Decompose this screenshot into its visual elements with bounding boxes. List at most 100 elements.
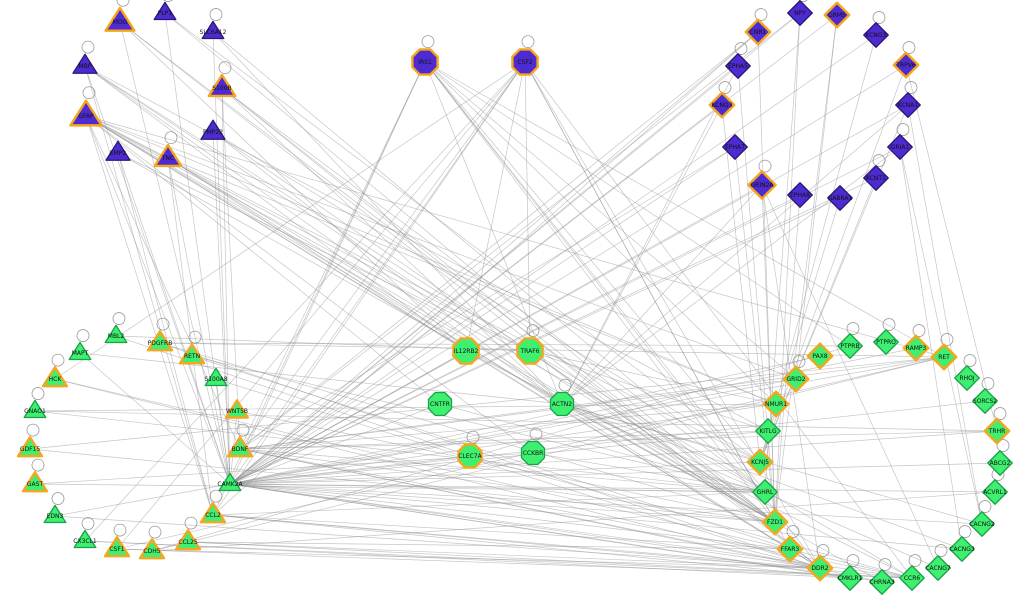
node-GAST[interactable]: GAST	[21, 471, 49, 493]
self-loop	[148, 525, 162, 539]
octagon-node-shape	[549, 391, 575, 417]
self-loop	[882, 318, 896, 331]
node-GNAO1[interactable]: GNAO1	[23, 399, 47, 419]
node-GRM5[interactable]: GRM5	[823, 1, 851, 29]
edge	[54, 61, 526, 380]
node-CNTFR[interactable]: CNTFR	[427, 391, 453, 417]
node-HCK[interactable]: HCK	[41, 366, 69, 388]
octagon-node-shape	[511, 48, 539, 76]
self-loop	[558, 378, 572, 392]
node-S100B[interactable]: S100B	[207, 73, 237, 98]
edge	[774, 14, 838, 523]
node-KCNJ5[interactable]: KCNJ5	[746, 448, 774, 476]
node-RHOJ[interactable]: RHOJ	[954, 365, 980, 391]
self-loop	[31, 458, 45, 472]
node-CCKBR[interactable]: CCKBR	[520, 440, 546, 466]
diamond-node-shape	[725, 53, 751, 79]
edge	[561, 403, 963, 550]
node-GDF15[interactable]: GDF15	[16, 436, 44, 458]
self-loop	[51, 353, 65, 367]
self-loop	[958, 525, 972, 538]
node-IL12RB2[interactable]: IL12RB2	[452, 337, 480, 365]
node-SORCS2[interactable]: SORCS2	[972, 388, 998, 414]
diamond-node-shape	[827, 185, 853, 211]
node-PDGFRB[interactable]: PDGFRB	[146, 330, 174, 352]
node-GRIN2A[interactable]: GRIN2A	[747, 170, 777, 200]
node-PLP1[interactable]: PLP1	[153, 1, 177, 21]
node-PTPRO[interactable]: PTPRO	[873, 329, 899, 355]
node-KCNG3[interactable]: KCNG3	[863, 22, 889, 48]
diamond-node-shape	[806, 342, 834, 370]
node-TRPV6[interactable]: TRPV6	[892, 51, 920, 79]
diamond-node-shape	[823, 1, 851, 29]
triangle-node-shape	[69, 99, 103, 127]
node-MBL2[interactable]: MBL2	[104, 324, 128, 344]
triangle-node-shape	[226, 436, 254, 458]
edge	[167, 157, 821, 569]
edge	[84, 61, 526, 542]
node-CSF2[interactable]: CSF2	[511, 48, 539, 76]
diamond-node-shape	[863, 165, 889, 191]
node-TRAF6[interactable]: TRAF6	[516, 337, 544, 365]
self-loop	[26, 423, 40, 437]
node-RET[interactable]: RET	[930, 343, 958, 371]
node-CCR6[interactable]: CCR6	[899, 565, 925, 591]
node-MOG[interactable]: MOG	[104, 6, 136, 32]
edge	[229, 403, 441, 485]
edge	[229, 64, 907, 485]
edge	[239, 430, 769, 450]
node-CACNG2[interactable]: CACNG2	[969, 511, 995, 537]
node-ABCG2[interactable]: ABCG2	[987, 450, 1013, 476]
node-MAPT[interactable]: MAPT	[68, 341, 92, 361]
node-NPY[interactable]: NPY	[787, 0, 813, 26]
edge	[85, 115, 231, 485]
node-CLEC7A[interactable]: CLEC7A	[457, 443, 483, 469]
node-CX3CL1[interactable]: CX3CL1	[73, 529, 97, 549]
node-TNC[interactable]: TNC	[153, 143, 183, 168]
node-CACNG7[interactable]: CACNG7	[925, 555, 951, 581]
node-MBP[interactable]: MBP	[72, 53, 98, 74]
node-PAX8[interactable]: PAX8	[806, 342, 834, 370]
node-GRIA1[interactable]: GRIA1	[887, 134, 913, 160]
edge	[905, 64, 998, 432]
edge	[229, 355, 821, 485]
diamond-node-shape	[708, 91, 736, 119]
node-GFAP[interactable]: GFAP	[69, 99, 103, 127]
edge	[424, 61, 945, 358]
node-ACTN2[interactable]: ACTN2	[549, 391, 575, 417]
triangle-node-shape	[41, 366, 69, 388]
diamond-node-shape	[949, 536, 975, 562]
node-EMP2[interactable]: EMP2	[105, 140, 131, 161]
triangle-node-shape	[103, 536, 131, 558]
self-loop	[912, 324, 926, 337]
edge	[84, 540, 851, 579]
node-CACNG3[interactable]: CACNG3	[949, 536, 975, 562]
node-SLC6A12[interactable]: SLC6A12	[200, 20, 227, 40]
diamond-node-shape	[892, 51, 920, 79]
node-IRS1[interactable]: IRS1	[411, 48, 439, 76]
edge	[116, 548, 913, 579]
node-DDR2[interactable]: DDR2	[806, 554, 834, 582]
edge	[85, 115, 777, 405]
node-PTPRB[interactable]: PTPRB	[837, 333, 863, 359]
node-GABRA1[interactable]: GABRA1	[827, 185, 853, 211]
diamond-node-shape	[782, 365, 810, 393]
node-EDN3[interactable]: EDN3	[43, 504, 67, 524]
diamond-node-shape	[925, 555, 951, 581]
edge	[85, 115, 945, 358]
edge	[907, 104, 983, 525]
self-loop	[209, 8, 223, 21]
edge	[529, 350, 777, 405]
edge	[239, 448, 766, 493]
node-KCNA1[interactable]: KCNA1	[895, 92, 921, 118]
self-loop	[112, 312, 126, 325]
edge	[229, 347, 917, 485]
node-TRHR[interactable]: TRHR	[983, 417, 1011, 445]
node-CCL2[interactable]: CCL2	[199, 502, 227, 524]
node-CCL25[interactable]: CCL25	[174, 529, 202, 551]
edge	[561, 104, 723, 405]
edge	[737, 65, 776, 523]
edge	[229, 430, 769, 485]
edge	[215, 378, 821, 569]
edge	[424, 61, 761, 463]
